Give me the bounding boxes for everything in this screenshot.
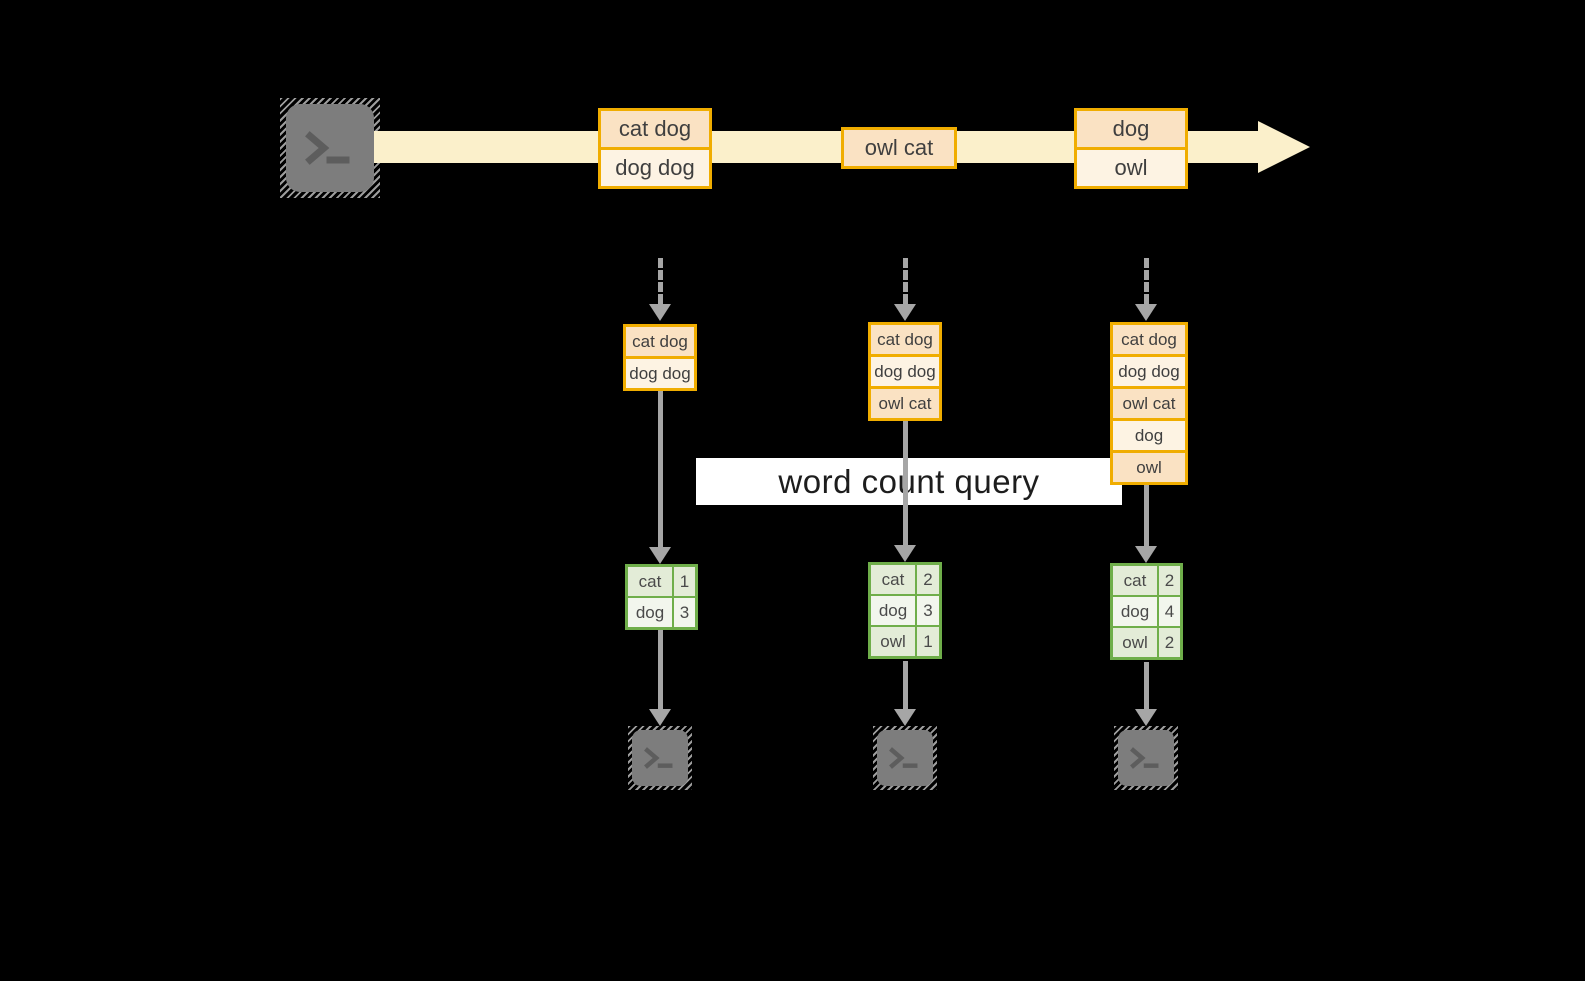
batch-line: cat dog — [871, 325, 939, 354]
stream-arrowhead-icon — [1258, 121, 1310, 173]
batch-line: dog dog — [1113, 357, 1185, 386]
count-cell: 4 — [1159, 597, 1180, 626]
terminal-icon — [628, 726, 692, 790]
wordcount-table-3: cat 2 dog 4 owl 2 — [1110, 563, 1183, 660]
arrow-down-icon — [894, 661, 916, 726]
count-cell: 1 — [674, 567, 695, 596]
arrow-down-icon — [1135, 485, 1157, 563]
word-cell: owl — [871, 627, 915, 656]
terminal-body — [876, 729, 934, 787]
event-line: cat dog — [601, 111, 709, 147]
arrow-down-icon — [649, 391, 671, 564]
count-cell: 2 — [917, 565, 939, 594]
table-row: owl 1 — [871, 627, 939, 656]
prompt-icon — [305, 131, 350, 165]
count-cell: 3 — [917, 596, 939, 625]
terminal-icon — [873, 726, 937, 790]
table-row: cat 2 — [1113, 566, 1180, 595]
table-row: dog 3 — [871, 596, 939, 625]
word-cell: owl — [1113, 628, 1157, 657]
word-cell: cat — [628, 567, 672, 596]
batch-line: cat dog — [1113, 325, 1185, 354]
event-line: dog — [1077, 111, 1185, 147]
event-line: dog dog — [601, 150, 709, 186]
event-line: owl — [1077, 150, 1185, 186]
word-cell: dog — [871, 596, 915, 625]
wordcount-table-1: cat 1 dog 3 — [625, 564, 698, 630]
prompt-icon — [644, 747, 673, 769]
terminal-body — [631, 729, 689, 787]
table-row: dog 4 — [1113, 597, 1180, 626]
table-row: cat 2 — [871, 565, 939, 594]
stream-event-batch-1: cat dog dog dog — [598, 108, 712, 189]
word-cell: cat — [1113, 566, 1157, 595]
count-cell: 2 — [1159, 628, 1180, 657]
batch-line: cat dog — [626, 327, 694, 356]
wordcount-table-2: cat 2 dog 3 owl 1 — [868, 562, 942, 659]
batch-line: dog dog — [871, 357, 939, 386]
terminal-body — [1117, 729, 1175, 787]
batch-line: owl cat — [871, 389, 939, 418]
accumulated-input-1: cat dog dog dog — [623, 324, 697, 391]
dashed-arrow-down-icon — [1135, 258, 1157, 321]
count-cell: 1 — [917, 627, 939, 656]
stream-event-batch-3: dog owl — [1074, 108, 1188, 189]
count-cell: 2 — [1159, 566, 1180, 595]
terminal-icon — [280, 98, 380, 198]
dashed-arrow-down-icon — [894, 258, 916, 321]
prompt-icon — [889, 747, 918, 769]
query-label: word count query — [696, 458, 1122, 505]
table-row: cat 1 — [628, 567, 695, 596]
arrow-down-icon — [1135, 662, 1157, 726]
batch-line: dog dog — [626, 359, 694, 388]
word-cell: dog — [628, 598, 672, 627]
table-row: owl 2 — [1113, 628, 1180, 657]
batch-line: owl cat — [1113, 389, 1185, 418]
dashed-arrow-down-icon — [649, 258, 671, 321]
batch-line: owl — [1113, 453, 1185, 482]
stream-event-batch-2: owl cat — [841, 127, 957, 169]
accumulated-input-2: cat dog dog dog owl cat — [868, 322, 942, 421]
word-cell: dog — [1113, 597, 1157, 626]
prompt-icon — [1130, 747, 1159, 769]
arrow-down-icon — [649, 630, 671, 726]
arrow-down-icon — [894, 421, 916, 562]
terminal-body — [286, 104, 374, 192]
batch-line: dog — [1113, 421, 1185, 450]
accumulated-input-3: cat dog dog dog owl cat dog owl — [1110, 322, 1188, 485]
terminal-icon — [1114, 726, 1178, 790]
table-row: dog 3 — [628, 598, 695, 627]
event-line: owl cat — [844, 130, 954, 166]
count-cell: 3 — [674, 598, 695, 627]
word-cell: cat — [871, 565, 915, 594]
